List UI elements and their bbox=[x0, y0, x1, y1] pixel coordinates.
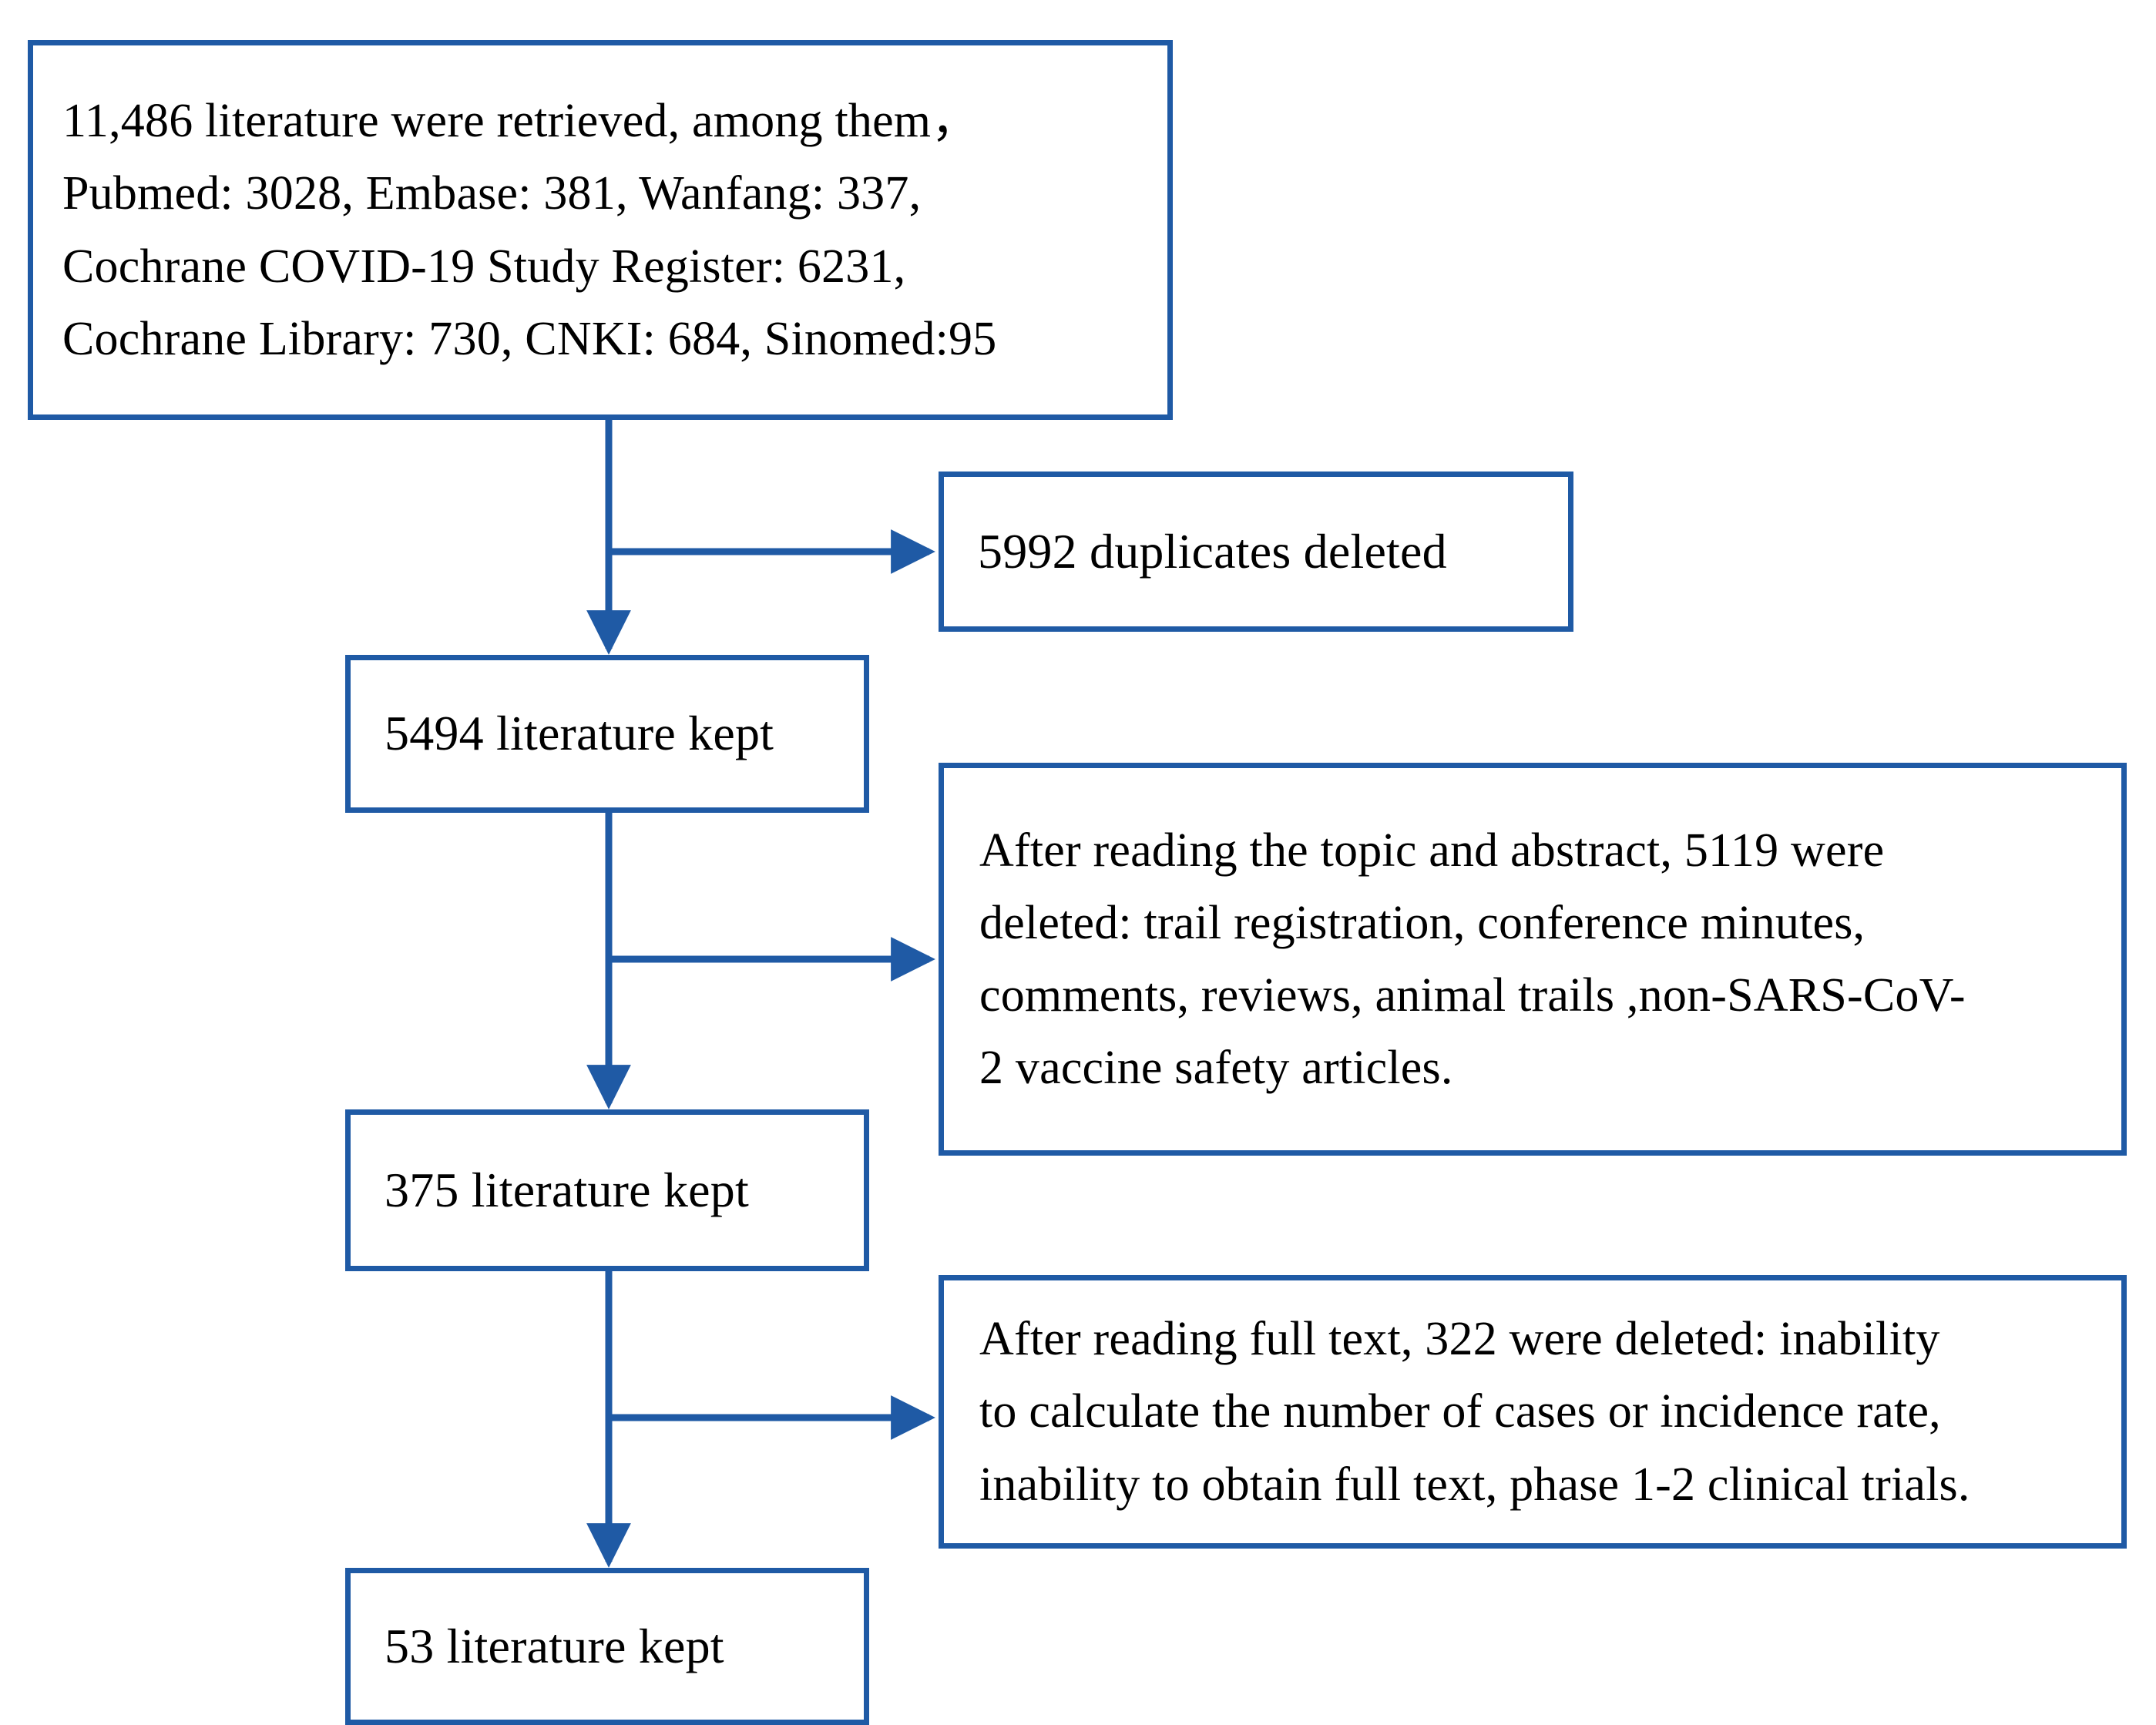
kept-375-box: 375 literature kept bbox=[345, 1109, 869, 1271]
retrieved-line-3: Cochrane COVID-19 Study Register: 6231, bbox=[62, 240, 906, 293]
abstract-screening-exclusions-box: After reading the topic and abstract, 51… bbox=[939, 763, 2127, 1156]
fulltext-screening-exclusions-box: After reading full text, 322 were delete… bbox=[939, 1275, 2127, 1549]
kept-5494-label: 5494 literature kept bbox=[385, 706, 774, 761]
retrieved-line-2: Pubmed: 3028, Embase: 381, Wanfang: 337, bbox=[62, 167, 922, 220]
kept-53-label: 53 literature kept bbox=[385, 1618, 724, 1673]
abstract-exclusion-line-2: deleted: trail registration, conference … bbox=[979, 896, 1866, 949]
retrieved-line-1: 11,486 literature were retrieved, among … bbox=[62, 95, 979, 148]
kept-53-box: 53 literature kept bbox=[345, 1568, 869, 1725]
duplicates-deleted-label: 5992 duplicates deleted bbox=[978, 523, 1447, 579]
abstract-exclusion-line-3: comments, reviews, animal trails ,non-SA… bbox=[979, 969, 1966, 1022]
retrieved-line-4: Cochrane Library: 730, CNKI: 684, Sinome… bbox=[62, 312, 997, 365]
fulltext-exclusion-line-2: to calculate the number of cases or inci… bbox=[979, 1385, 1941, 1438]
retrieved-records-box: 11,486 literature were retrieved, among … bbox=[28, 40, 1173, 420]
abstract-exclusion-line-4: 2 vaccine safety articles. bbox=[979, 1042, 1453, 1095]
kept-5494-box: 5494 literature kept bbox=[345, 655, 869, 813]
fulltext-exclusion-line-3: inability to obtain full text, phase 1-2… bbox=[979, 1458, 1970, 1511]
kept-375-label: 375 literature kept bbox=[385, 1162, 749, 1217]
fulltext-exclusion-line-1: After reading full text, 322 were delete… bbox=[979, 1313, 1940, 1366]
abstract-exclusion-line-1: After reading the topic and abstract, 51… bbox=[979, 824, 1885, 877]
duplicates-deleted-box: 5992 duplicates deleted bbox=[939, 472, 1573, 632]
